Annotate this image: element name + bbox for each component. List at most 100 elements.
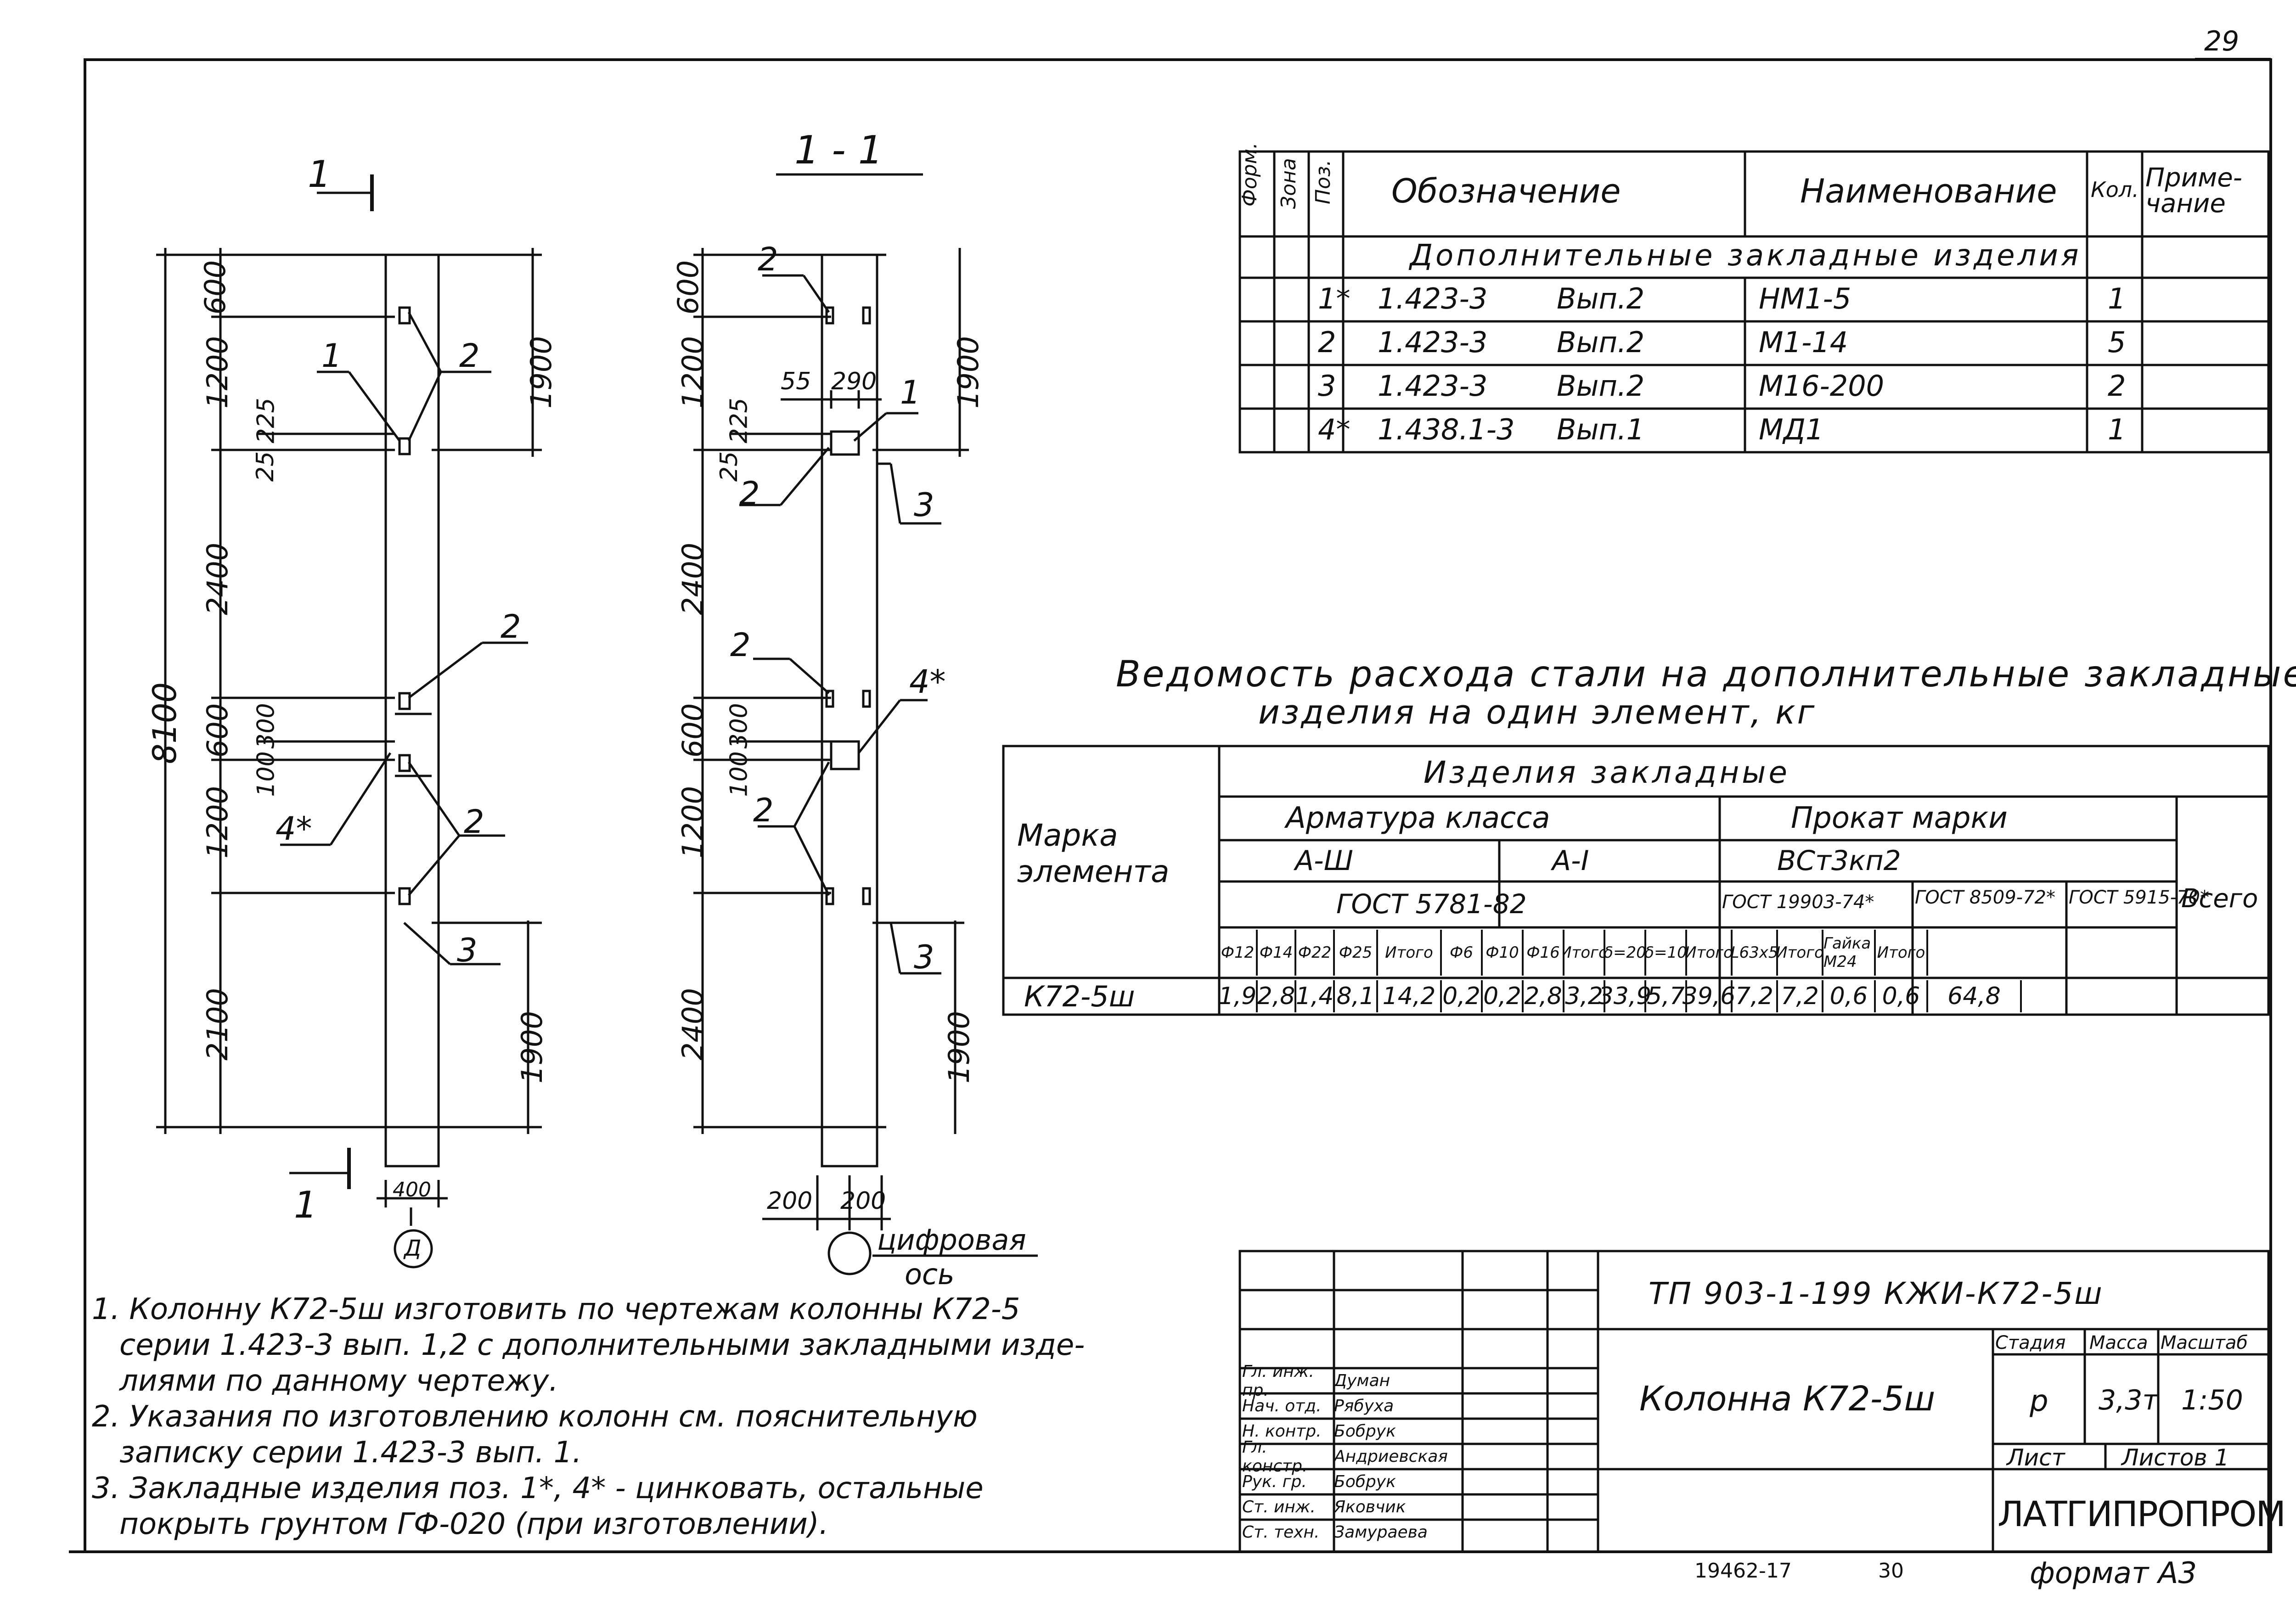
digital-axis-circle <box>827 1231 872 1275</box>
note-line: 3. Закладные изделия поз. 1*, 4* - цинко… <box>92 1471 984 1505</box>
steel-subheader-cell: Ф10 <box>1483 930 1524 976</box>
spec-row-name: НМ1-5 <box>1759 282 1851 315</box>
signatory-name: Яковчик <box>1334 1498 1406 1516</box>
dim-left-small-0: 225 <box>252 398 280 444</box>
spec-table-grid <box>1238 150 2270 454</box>
steel-value-cell: 0,2 <box>1442 980 1483 1012</box>
title-block-sheets-label: Листов 1 <box>2122 1444 2229 1471</box>
note-line: серии 1.423-3 вып. 1,2 с дополнительными… <box>119 1328 1085 1362</box>
title-block-grid <box>1238 1250 2270 1553</box>
note-line: 2. Указания по изготовлению колонн см. п… <box>92 1400 978 1434</box>
steel-subheaders: Ф12Ф14Ф22Ф25ИтогоФ6Ф10Ф16Итогоδ=20δ=10Ит… <box>1219 930 2177 976</box>
steel-value-cell: 0,6 <box>1876 980 1928 1012</box>
dim-right-seg-1: 1200 <box>675 336 709 409</box>
signatory-role: Н. контр. <box>1242 1422 1322 1441</box>
dim-right-seg-4: 1200 <box>675 786 709 859</box>
steel-rebar-header: Арматура класса <box>1286 801 1550 835</box>
spec-row-qty: 1 <box>2108 413 2126 446</box>
steel-rebar-a3: А-Ш <box>1295 845 1353 877</box>
steel-rebar-a1: А-I <box>1552 845 1589 877</box>
dim-right-right-0: 1900 <box>951 336 985 409</box>
note-line: покрыть грунтом ГФ-020 (при изготовлении… <box>119 1507 829 1541</box>
format-label: формат А3 <box>2030 1556 2197 1590</box>
signatory-name: Бобрук <box>1334 1472 1396 1491</box>
spec-row-name: МД1 <box>1759 413 1824 446</box>
section-title: 1 - 1 <box>794 128 883 173</box>
steel-value-cell: 8,1 <box>1335 980 1378 1012</box>
dim-right-top-0: 55 <box>781 368 811 395</box>
callout-left-2: 2 <box>501 608 521 646</box>
callout-right-6: 2 <box>753 792 774 829</box>
dim-left-seg-4: 1200 <box>200 786 234 859</box>
dim-right-small-0: 225 <box>725 398 753 444</box>
spec-header-format: Форм. <box>1238 142 1261 207</box>
steel-value-cell: 7,2 <box>1778 980 1823 1012</box>
dim-right-seg-3: 600 <box>676 703 710 758</box>
dim-right-bottom-0: 200 <box>767 1187 813 1215</box>
steel-subheader-cell: Ф12 <box>1219 930 1258 976</box>
note-line: лиями по данному чертежу. <box>119 1364 558 1398</box>
callout-left-6: 3 <box>457 932 478 969</box>
steel-gost-rebar: ГОСТ 5781-82 <box>1336 888 1527 920</box>
signatory-role: Ст. инж. <box>1242 1498 1316 1516</box>
callout-left-4: 4* <box>276 810 312 848</box>
spec-row-pos: 4* <box>1318 413 1351 446</box>
title-block-scale: 1:50 <box>2181 1384 2243 1416</box>
signatory-row: Н. контр.Бобрук <box>1242 1419 1463 1444</box>
note-line: 1. Колонну К72-5ш изготовить по чертежам… <box>92 1292 1020 1326</box>
title-block-mass-label: Масса <box>2089 1332 2148 1353</box>
dim-left-small-3: 100 <box>252 751 280 797</box>
spec-row-designation: 1.423-3 <box>1378 326 1488 359</box>
title-block-sheet-label: Лист <box>2007 1444 2065 1471</box>
overall-dimension: 8100 <box>146 682 184 764</box>
steel-gost-2: ГОСТ 8509-72* <box>1915 887 2055 908</box>
spec-header-zone: Зона <box>1277 158 1300 209</box>
spec-row-name: М16-200 <box>1759 369 1885 403</box>
callout-right-2: 2 <box>739 475 760 512</box>
section-mark-bottom-number: 1 <box>294 1184 317 1226</box>
steel-gost-1: ГОСТ 19903-74* <box>1722 892 1874 913</box>
steel-rolled-header: Прокат марки <box>1791 801 2008 835</box>
spec-header-designation: Обозначение <box>1391 172 1621 210</box>
spec-header-pos: Поз. <box>1311 159 1335 204</box>
spec-row-qty: 1 <box>2108 282 2126 315</box>
steel-value-cell: 0,2 <box>1483 980 1524 1012</box>
steel-value-cell: 39,6 <box>1683 980 1735 1012</box>
signatory-row: Нач. отд.Рябуха <box>1242 1393 1463 1419</box>
steel-subheader-cell: Ф25 <box>1335 930 1378 976</box>
steel-subheader-cell: Итого <box>1778 930 1823 976</box>
dim-right-small-1: 25 <box>715 451 743 482</box>
steel-subheader-cell: Ф14 <box>1258 930 1296 976</box>
steel-subheader-cell: δ=10 <box>1646 930 1687 976</box>
steel-value-cell: 0,6 <box>1823 980 1876 1012</box>
page-number: 29 <box>2204 25 2240 57</box>
steel-subheader-cell: Гайка М24 <box>1823 930 1876 976</box>
steel-value-cell: 7,2 <box>1733 980 1778 1012</box>
steel-table-grid <box>1002 745 2270 1016</box>
callout-right-5: 4* <box>909 663 946 701</box>
section-mark-top-number: 1 <box>308 153 331 196</box>
notes-block: 1. Колонну К72-5ш изготовить по чертежам… <box>92 1295 1217 1539</box>
signatory-row: Ст. инж. Яковчик <box>1242 1494 1463 1520</box>
left-elevation-view <box>156 174 542 1269</box>
dim-right-bottom-1: 200 <box>840 1187 886 1215</box>
steel-value-cell: 33,9 <box>1598 980 1651 1012</box>
callout-left-1: 2 <box>459 337 480 375</box>
steel-subheader-cell: Итого <box>1378 930 1442 976</box>
dim-right-seg-0: 600 <box>671 260 705 315</box>
steel-subheader-cell: Ф6 <box>1442 930 1483 976</box>
signatory-role: Ст. техн. <box>1242 1523 1320 1542</box>
section-1-1-view <box>693 173 1038 1275</box>
steel-subheader-cell: Итого <box>1876 930 1928 976</box>
steel-value-cell: 3,2 <box>1564 980 1605 1012</box>
steel-embedded-header: Изделия закладные <box>1424 755 1790 790</box>
title-block-title: Колонна К72-5ш <box>1639 1379 1936 1419</box>
dim-right-small-3: 100 <box>725 751 753 797</box>
signatory-row: Ст. техн.Замураева <box>1242 1520 1463 1545</box>
axis-marker-d: Д <box>404 1235 422 1261</box>
spec-header-qty: Кол. <box>2091 177 2139 202</box>
callout-right-0: 2 <box>758 241 778 278</box>
